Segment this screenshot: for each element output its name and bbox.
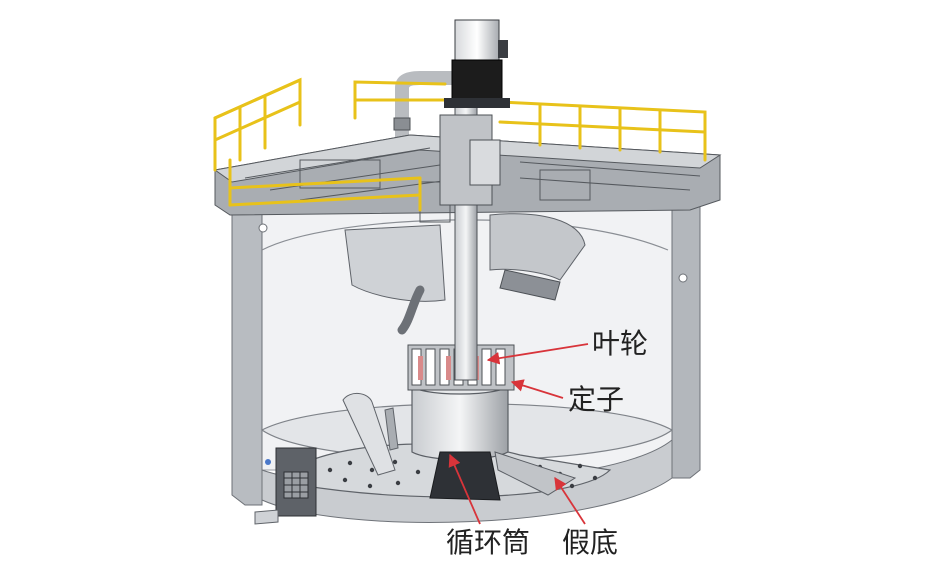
stator-arrow [510,379,564,399]
bolt [258,223,268,233]
impeller-label: 叶轮 [592,327,649,360]
drive-shaft [439,99,501,381]
tank-right-wall [671,204,701,479]
safety-railing [213,77,707,212]
false-bottom-arrow [554,476,586,525]
false-bottom-label: 假底 [562,526,619,559]
motor [444,19,510,108]
inlet-box [254,447,317,525]
feed-hood [344,213,586,302]
impeller-arrow [486,343,589,365]
stator-label: 定子 [568,383,625,416]
bolt [678,273,688,283]
callout-arrows [448,343,589,525]
tank-left-wall [231,204,263,506]
draft-tube-label: 循环筒 [446,526,531,559]
draft-tube-arrow [448,453,481,525]
